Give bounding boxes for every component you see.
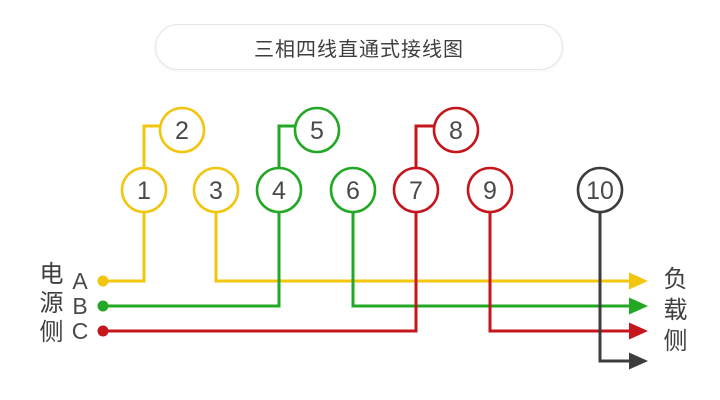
terminal-8: 8 — [432, 106, 480, 154]
wire-phase-a-source — [103, 212, 146, 283]
wire-phase-a-jumper-1-2 — [142, 124, 162, 168]
terminal-10-number: 10 — [586, 177, 614, 205]
terminal-4: 4 — [255, 166, 303, 214]
load-side-label: 负载侧 — [659, 266, 686, 359]
wire-phase-b-load — [351, 212, 632, 308]
arrow-phase-c-icon — [629, 322, 648, 340]
phase-a-label: A — [72, 268, 88, 294]
arrow-phase-a-icon — [629, 272, 648, 290]
diagram-title: 三相四线直通式接线图 — [155, 24, 563, 70]
terminal-1-number: 1 — [137, 177, 151, 205]
terminal-9: 9 — [466, 166, 514, 214]
arrow-neutral-icon — [629, 352, 648, 370]
terminal-7: 7 — [392, 166, 440, 214]
wire-phase-a-load — [214, 212, 632, 283]
terminal-7-number: 7 — [409, 177, 423, 205]
terminal-5: 5 — [293, 106, 341, 154]
wire-phase-c-jumper-7-8 — [414, 124, 436, 168]
arrow-phase-b-icon — [629, 297, 648, 315]
terminal-9-number: 9 — [483, 177, 497, 205]
terminal-2-number: 2 — [175, 117, 189, 145]
wire-neutral-load — [598, 212, 632, 363]
phase-c-label: C — [71, 318, 89, 344]
wire-phase-c-source — [103, 212, 418, 333]
source-side-label: 电源侧 — [35, 261, 62, 348]
terminal-4-number: 4 — [272, 177, 286, 205]
wire-phase-b-jumper-4-5 — [277, 124, 297, 168]
terminal-3-number: 3 — [209, 177, 223, 205]
terminal-10: 10 — [576, 166, 624, 214]
terminal-3: 3 — [192, 166, 240, 214]
terminal-5-number: 5 — [310, 117, 324, 145]
terminal-6-number: 6 — [346, 177, 360, 205]
wire-phase-b-source — [103, 212, 281, 308]
terminal-2: 2 — [158, 106, 206, 154]
terminal-1: 1 — [120, 166, 168, 214]
terminal-6: 6 — [329, 166, 377, 214]
wire-phase-c-load — [488, 212, 632, 333]
terminal-8-number: 8 — [449, 117, 463, 145]
phase-b-label: B — [72, 293, 88, 319]
